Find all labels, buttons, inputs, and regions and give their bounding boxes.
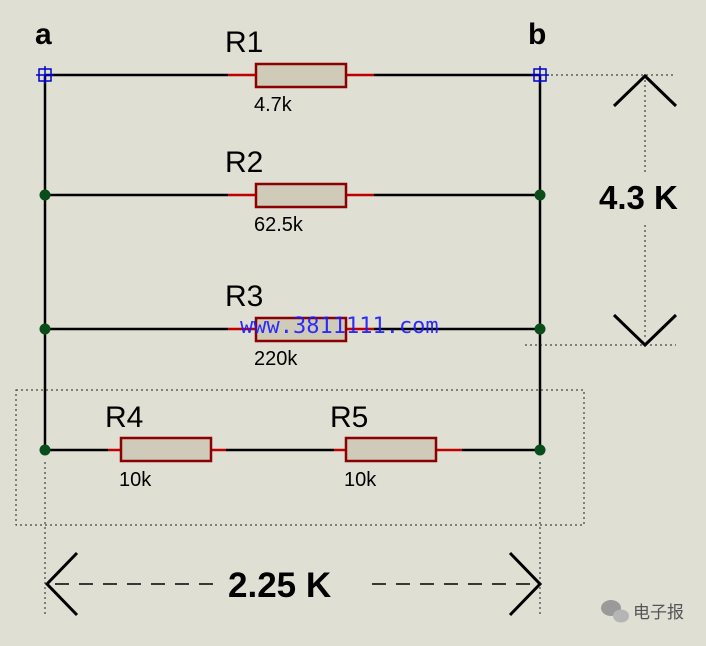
dimension-label-vertical: 4.3 K: [599, 179, 678, 216]
junction-dot: [39, 323, 51, 335]
junctions: [39, 189, 546, 456]
junction-dot: [534, 323, 546, 335]
horizontal-dimension-arrows: [44, 551, 543, 617]
resistor-r1[interactable]: [254, 62, 348, 89]
resistor-name-r3: R3: [225, 280, 263, 313]
resistor-r3[interactable]: [254, 316, 348, 343]
resistor-value-r3: 220k: [254, 348, 298, 370]
resistor-r2[interactable]: [254, 182, 348, 209]
wechat-logo: [601, 600, 629, 623]
resistor-value-r4: 10k: [119, 469, 152, 491]
resistor-r4[interactable]: [119, 436, 213, 463]
chevron-right-icon: [508, 551, 543, 617]
junction-dot: [534, 444, 546, 456]
junction-dot: [39, 444, 51, 456]
junction-dot: [534, 189, 546, 201]
resistor-name-r1: R1: [225, 26, 263, 59]
dimension-guides: [44, 74, 676, 615]
junction-dot: [39, 189, 51, 201]
vertical-dimension-arrows: [612, 73, 678, 348]
chevron-up-icon: [612, 73, 678, 108]
resistor-value-r2: 62.5k: [254, 214, 304, 236]
wires: [43, 73, 542, 452]
resistor-value-r5: 10k: [344, 469, 377, 491]
resistor-leads: [108, 73, 462, 452]
node-label-a: a: [35, 18, 52, 51]
resistor-value-r1: 4.7k: [254, 94, 293, 116]
selection-box: [15, 389, 585, 526]
watermark-url: www.3811111.com: [240, 314, 439, 339]
resistor-name-r2: R2: [225, 146, 263, 179]
node-label-b: b: [528, 18, 546, 51]
resistor-r5[interactable]: [344, 436, 438, 463]
resistor-name-r4: R4: [105, 401, 143, 434]
logo-text: 电子报: [633, 603, 684, 622]
chevron-left-icon: [44, 551, 79, 617]
dimension-label-horizontal: 2.25 K: [228, 566, 331, 605]
terminal-a[interactable]: [36, 66, 54, 84]
resistor-name-r5: R5: [330, 401, 368, 434]
chevron-down-icon: [612, 313, 678, 348]
